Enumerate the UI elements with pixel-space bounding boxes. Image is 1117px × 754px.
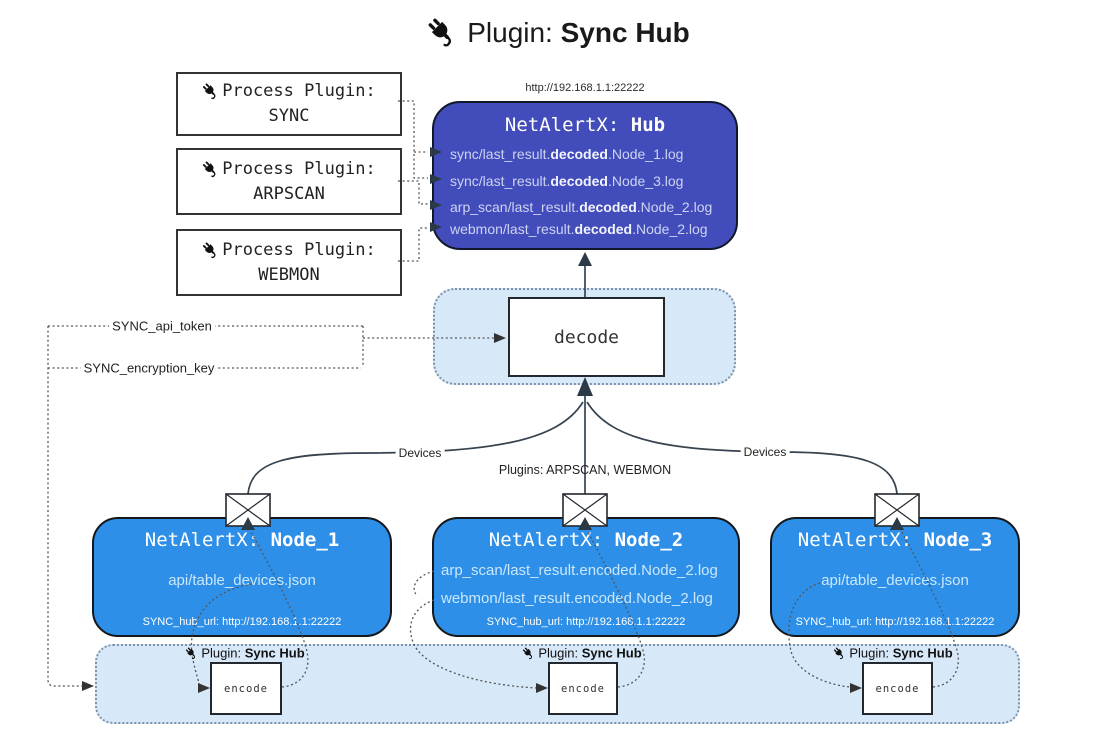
process-plugin-box-arpscan: Process Plugin: ARPSCAN bbox=[176, 148, 402, 215]
hub-log-line: arp_scan/last_result.decoded.Node_2.log bbox=[450, 199, 713, 215]
node-hub-url: SYNC_hub_url: http://192.168.1.1:22222 bbox=[142, 616, 342, 628]
plug-icon bbox=[420, 10, 467, 57]
decode-box: decode bbox=[508, 297, 665, 377]
process-plugin-box-webmon: Process Plugin: WEBMON bbox=[176, 229, 402, 296]
process-plugin-box-sync: Process Plugin: SYNC bbox=[176, 72, 402, 136]
node-title: NetAlertX: Node_1 bbox=[144, 529, 340, 551]
plug-icon bbox=[182, 643, 201, 662]
node-hub-url: SYNC_hub_url: http://192.168.1.1:22222 bbox=[486, 616, 686, 628]
node-title: NetAlertX: Node_3 bbox=[797, 529, 993, 551]
hub-url-label: http://192.168.1.1:22222 bbox=[525, 82, 645, 94]
node-file: webmon/last_result.encoded.Node_2.log bbox=[441, 590, 713, 607]
process-plugin-name: SYNC bbox=[268, 106, 310, 126]
devices-edge-label-left: Devices bbox=[395, 446, 445, 460]
devices-edge-label-right: Devices bbox=[740, 445, 790, 459]
node-hub-url: SYNC_hub_url: http://192.168.1.1:22222 bbox=[795, 616, 995, 628]
process-plugin-label: Process Plugin: bbox=[222, 81, 376, 102]
encode-box-2: encode bbox=[548, 662, 618, 715]
hub-box: NetAlertX: Hub sync/last_result.decoded.… bbox=[432, 101, 738, 250]
plug-icon bbox=[519, 643, 538, 662]
node-file: api/table_devices.json bbox=[168, 572, 316, 589]
process-plugin-name: WEBMON bbox=[258, 264, 320, 285]
process-plugin-label: Process Plugin: bbox=[222, 239, 376, 260]
node-title: NetAlertX: Node_2 bbox=[488, 529, 684, 551]
encode-plugin-label: Plugin: Sync Hub bbox=[830, 643, 953, 662]
encode-box-1: encode bbox=[210, 662, 282, 715]
title-text: Plugin: Sync Hub bbox=[467, 17, 690, 48]
process-plugin-label: Process Plugin: bbox=[222, 158, 376, 179]
node-file: api/table_devices.json bbox=[821, 572, 969, 589]
hub-title: NetAlertX: Hub bbox=[504, 114, 666, 136]
plugins-edge-label: Plugins: ARPSCAN, WEBMON bbox=[498, 463, 672, 477]
hub-log-line: sync/last_result.decoded.Node_1.log bbox=[450, 146, 684, 162]
node-box-1: NetAlertX: Node_1 api/table_devices.json… bbox=[92, 517, 392, 637]
plug-icon bbox=[198, 79, 224, 105]
page-title: Plugin: Sync Hub bbox=[0, 16, 1117, 50]
plug-icon bbox=[830, 643, 849, 662]
sync-api-token-label: SYNC_api_token bbox=[109, 318, 215, 334]
hub-log-line: sync/last_result.decoded.Node_3.log bbox=[450, 173, 684, 189]
encode-plugin-label: Plugin: Sync Hub bbox=[519, 643, 642, 662]
plug-icon bbox=[198, 237, 224, 263]
encode-box-3: encode bbox=[862, 662, 933, 715]
node-box-3: NetAlertX: Node_3 api/table_devices.json… bbox=[770, 517, 1020, 637]
process-plugin-name: ARPSCAN bbox=[253, 183, 325, 204]
encode-plugin-label: Plugin: Sync Hub bbox=[182, 643, 305, 662]
hub-log-line: webmon/last_result.decoded.Node_2.log bbox=[450, 221, 708, 237]
node-file: arp_scan/last_result.encoded.Node_2.log bbox=[441, 562, 718, 579]
plug-icon bbox=[198, 156, 224, 182]
node-box-2: NetAlertX: Node_2 arp_scan/last_result.e… bbox=[432, 517, 740, 637]
sync-encryption-key-label: SYNC_encryption_key bbox=[80, 360, 218, 376]
